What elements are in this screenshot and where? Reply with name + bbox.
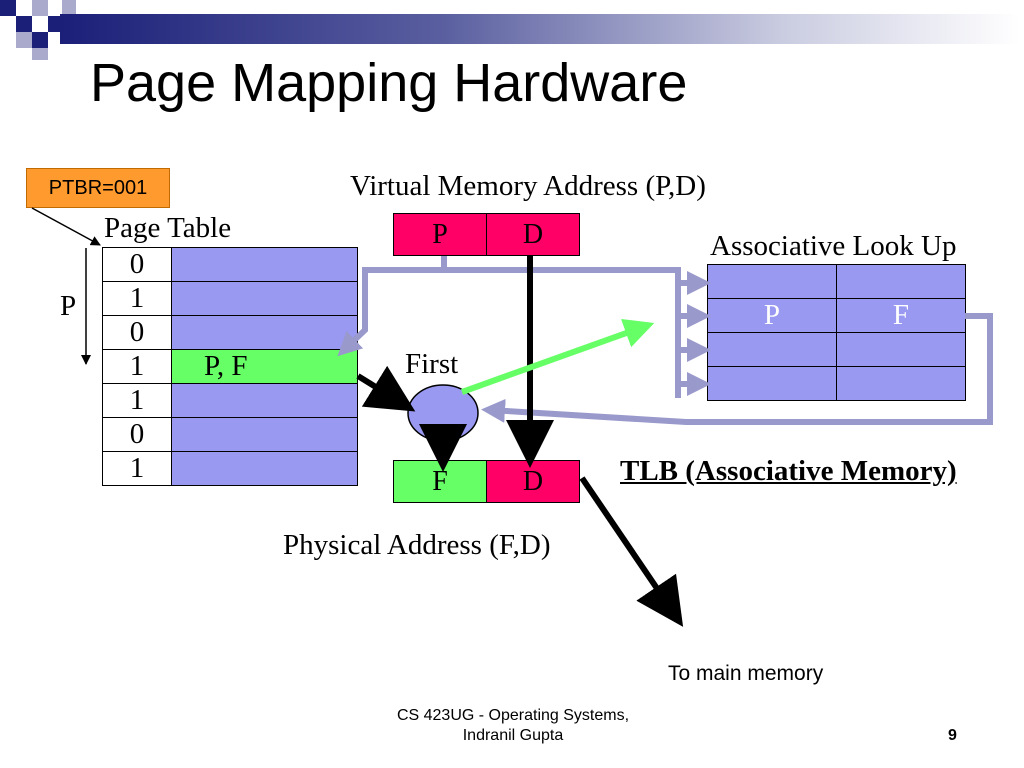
footer-author: Indranil Gupta <box>462 727 564 744</box>
page-number: 9 <box>948 727 957 744</box>
page-table-row: 1 <box>102 383 358 418</box>
virtual-page-field: P <box>393 213 487 256</box>
page-table-label: Page Table <box>104 212 232 244</box>
header-square <box>48 16 64 32</box>
tlb-cell-p <box>707 366 837 401</box>
associative-lookup-label: Associative Look Up <box>710 230 957 262</box>
page-table-valid-bit: 1 <box>102 451 172 486</box>
tlb-cell-f <box>836 332 966 367</box>
page-table-row: 0 <box>102 247 358 282</box>
tlb-cell-f <box>836 366 966 401</box>
page-table-entry <box>171 315 358 350</box>
slide-title: Page Mapping Hardware <box>90 53 688 113</box>
page-table-row: 1 <box>102 281 358 316</box>
ptbr-box: PTBR=001 <box>26 168 170 208</box>
tlb-cell-p <box>707 332 837 367</box>
header-square <box>32 48 48 60</box>
main-memory-arrow <box>579 476 684 627</box>
tlb-broadcast-line <box>444 267 681 398</box>
page-table-valid-bit: 1 <box>102 349 172 384</box>
virtual-offset-field: D <box>486 213 580 256</box>
page-table-row: 0 <box>102 315 358 350</box>
page-table-entry <box>171 281 358 316</box>
page-table-entry <box>171 451 358 486</box>
page-table-lookup-arrow <box>337 256 447 357</box>
tlb-row <box>707 366 966 401</box>
page-table-entry <box>171 247 358 282</box>
header-gradient-bar <box>60 14 1020 44</box>
page-table-valid-bit: 0 <box>102 247 172 282</box>
tlb-label: TLB (Associative Memory) <box>620 455 957 487</box>
page-table-valid-bit: 1 <box>102 281 172 316</box>
tlb-hit-return-arrow <box>481 313 993 425</box>
header-square <box>32 32 48 48</box>
page-table-valid-bit: 0 <box>102 315 172 350</box>
tlb-row <box>707 332 966 367</box>
footer-course: CS 423UG - Operating Systems, <box>396 707 630 724</box>
header-square <box>16 32 32 48</box>
tlb-cell-f: F <box>836 298 966 333</box>
physical-address-label: Physical Address (F,D) <box>283 529 551 561</box>
header-square <box>32 0 48 16</box>
p-axis-label: P <box>60 290 77 322</box>
header-square <box>16 16 32 32</box>
tlb-search-arrow <box>460 318 655 395</box>
page-table-valid-bit: 1 <box>102 383 172 418</box>
tlb-cell-p: P <box>707 298 837 333</box>
ptbr-pointer-arrow <box>31 207 101 246</box>
virtual-address-label: Virtual Memory Address (P,D) <box>350 170 706 202</box>
first-select-circle <box>407 384 479 442</box>
page-table-entry <box>171 417 358 452</box>
page-table-valid-bit: 0 <box>102 417 172 452</box>
header-square <box>0 0 16 16</box>
page-table-entry <box>171 383 358 418</box>
header-square <box>62 0 76 14</box>
tlb-cell-f <box>836 264 966 299</box>
to-main-memory-label: To main memory <box>668 662 824 685</box>
page-table-row: 1 <box>102 451 358 486</box>
page-table-row: 0 <box>102 417 358 452</box>
page-table-hit-arrow <box>356 365 416 412</box>
